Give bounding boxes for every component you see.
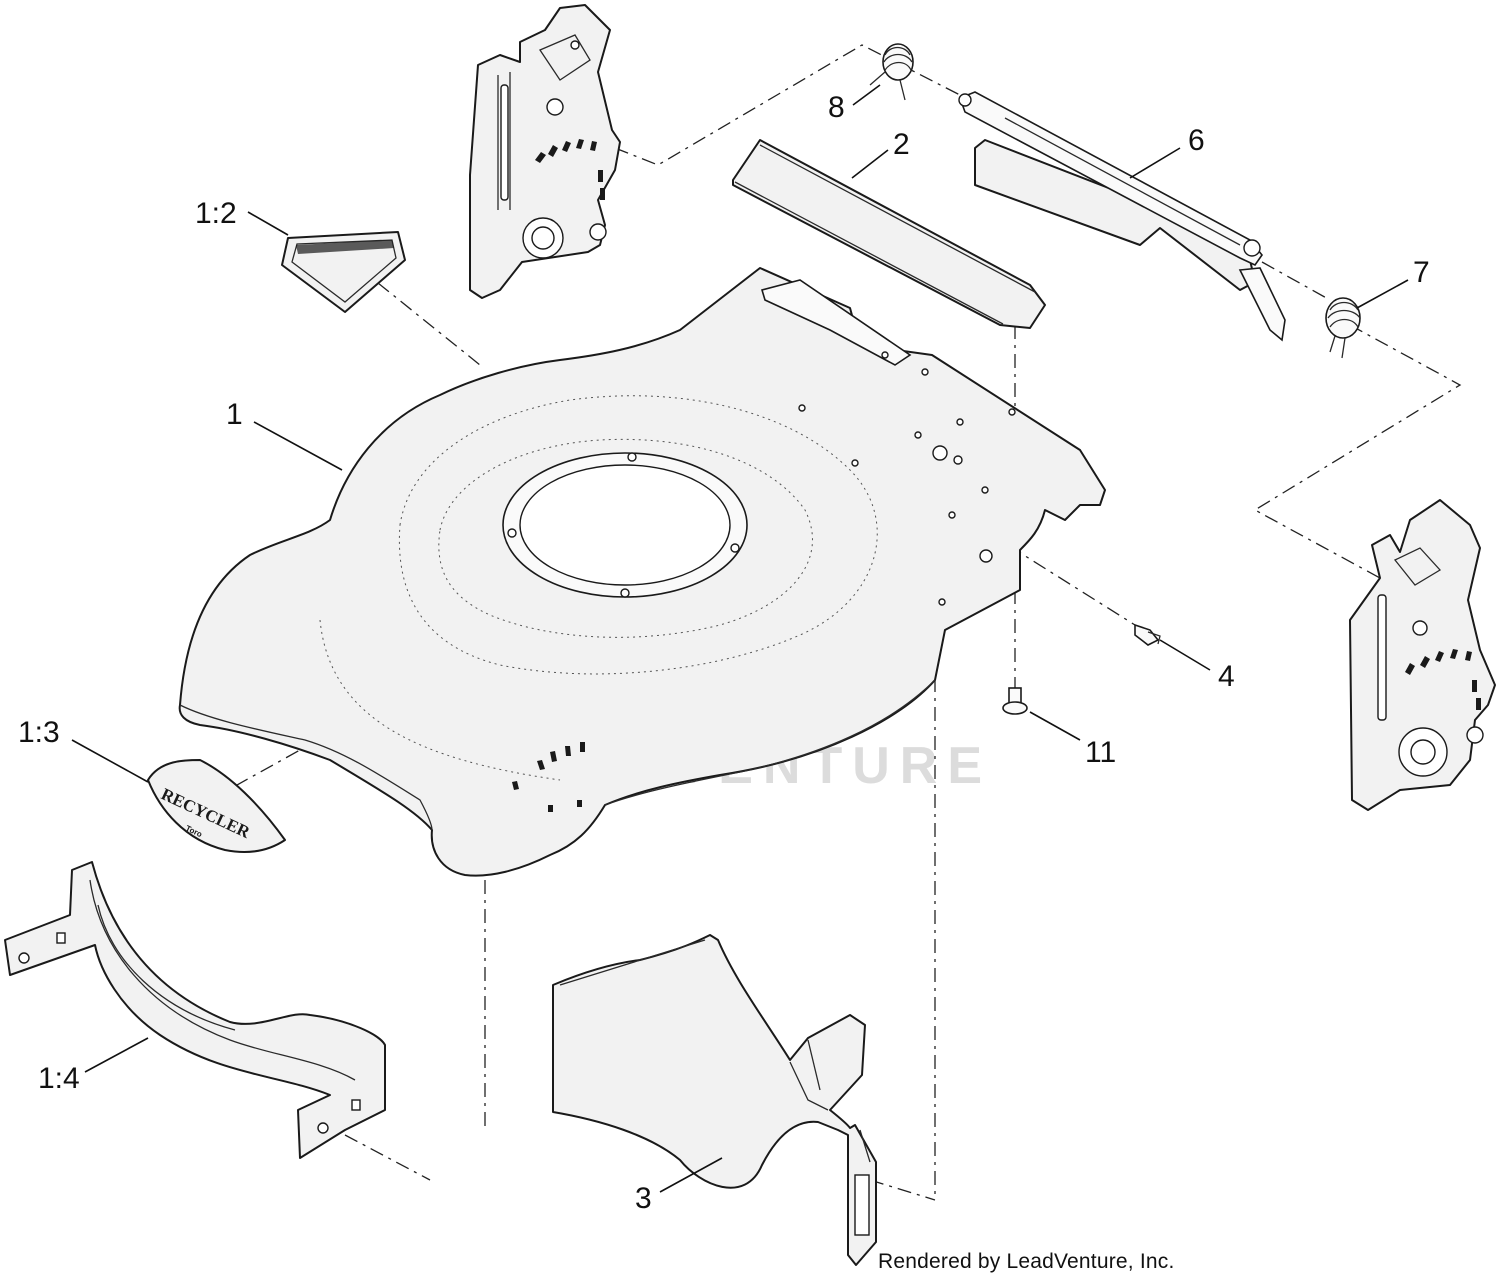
decal-1-2 — [281, 231, 406, 313]
callout-4: 4 — [1218, 660, 1235, 693]
left-height-bracket — [469, 4, 621, 299]
callout-6: 6 — [1188, 124, 1205, 157]
mulch-chute-3 — [552, 934, 877, 1266]
right-height-bracket — [1349, 499, 1496, 811]
bolt-11 — [1002, 687, 1028, 715]
callout-labels: 1 1:2 1:3 1:4 2 3 4 6 7 8 11 — [18, 91, 1430, 1215]
render-credit: Rendered by LeadVenture, Inc. — [878, 1250, 1175, 1273]
leader-lines — [71, 84, 1409, 1193]
callout-1-3: 1:3 — [18, 716, 60, 749]
callout-11: 11 — [1085, 736, 1116, 769]
torsion-spring-7 — [1325, 297, 1361, 359]
callout-3: 3 — [635, 1182, 652, 1215]
baffle-2 — [732, 139, 1046, 329]
callout-1-2: 1:2 — [195, 197, 237, 230]
mower-deck-1 — [178, 267, 1106, 877]
callout-2: 2 — [893, 128, 910, 161]
rear-door-6 — [958, 91, 1286, 342]
callout-8: 8 — [828, 91, 845, 124]
torsion-spring-8 — [869, 43, 914, 101]
callout-1: 1 — [226, 398, 243, 431]
rear-shield-1-4 — [4, 861, 386, 1159]
decal-1-3: RECYCLER Toro — [147, 759, 286, 853]
bolt-4 — [1134, 623, 1161, 646]
callout-1-4: 1:4 — [38, 1062, 80, 1095]
callout-7: 7 — [1413, 256, 1430, 289]
